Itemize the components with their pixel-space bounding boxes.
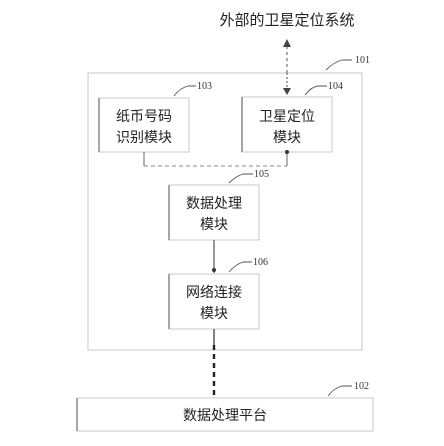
ref-101: 101: [355, 55, 370, 66]
data-processing-line2: 模块: [200, 217, 228, 233]
junction-dot-105: [212, 268, 216, 272]
device-enclosure-101: [87, 72, 363, 351]
leader-102: [327, 385, 352, 397]
data-processing-platform-label: 数据处理平台: [183, 408, 267, 424]
leader-101: [325, 59, 352, 71]
leader-106: [228, 261, 252, 273]
leader-105: [228, 173, 253, 184]
banknote-recognition-line2: 识别模块: [116, 130, 172, 146]
data-processing-line1: 数据处理: [186, 196, 242, 212]
leader-104: [304, 85, 327, 96]
external-satellite-system-label: 外部的卫星定位系统: [219, 11, 354, 29]
leader-103: [173, 85, 196, 97]
downlink-arrowhead: [283, 88, 291, 95]
ref-104: 104: [328, 81, 343, 92]
satellite-positioning-line1: 卫星定位: [259, 109, 315, 125]
uplink-arrowhead: [283, 39, 291, 47]
network-connection-line2: 模块: [200, 306, 228, 322]
ref-105: 105: [254, 169, 269, 180]
ref-102: 102: [354, 381, 369, 392]
satellite-positioning-line2: 模块: [273, 130, 301, 146]
network-connection-line1: 网络连接: [186, 284, 242, 301]
junction-dot-104: [285, 150, 289, 154]
banknote-recognition-line1: 纸币号码: [116, 109, 172, 125]
ref-103: 103: [197, 81, 212, 92]
ref-106: 106: [253, 257, 268, 268]
